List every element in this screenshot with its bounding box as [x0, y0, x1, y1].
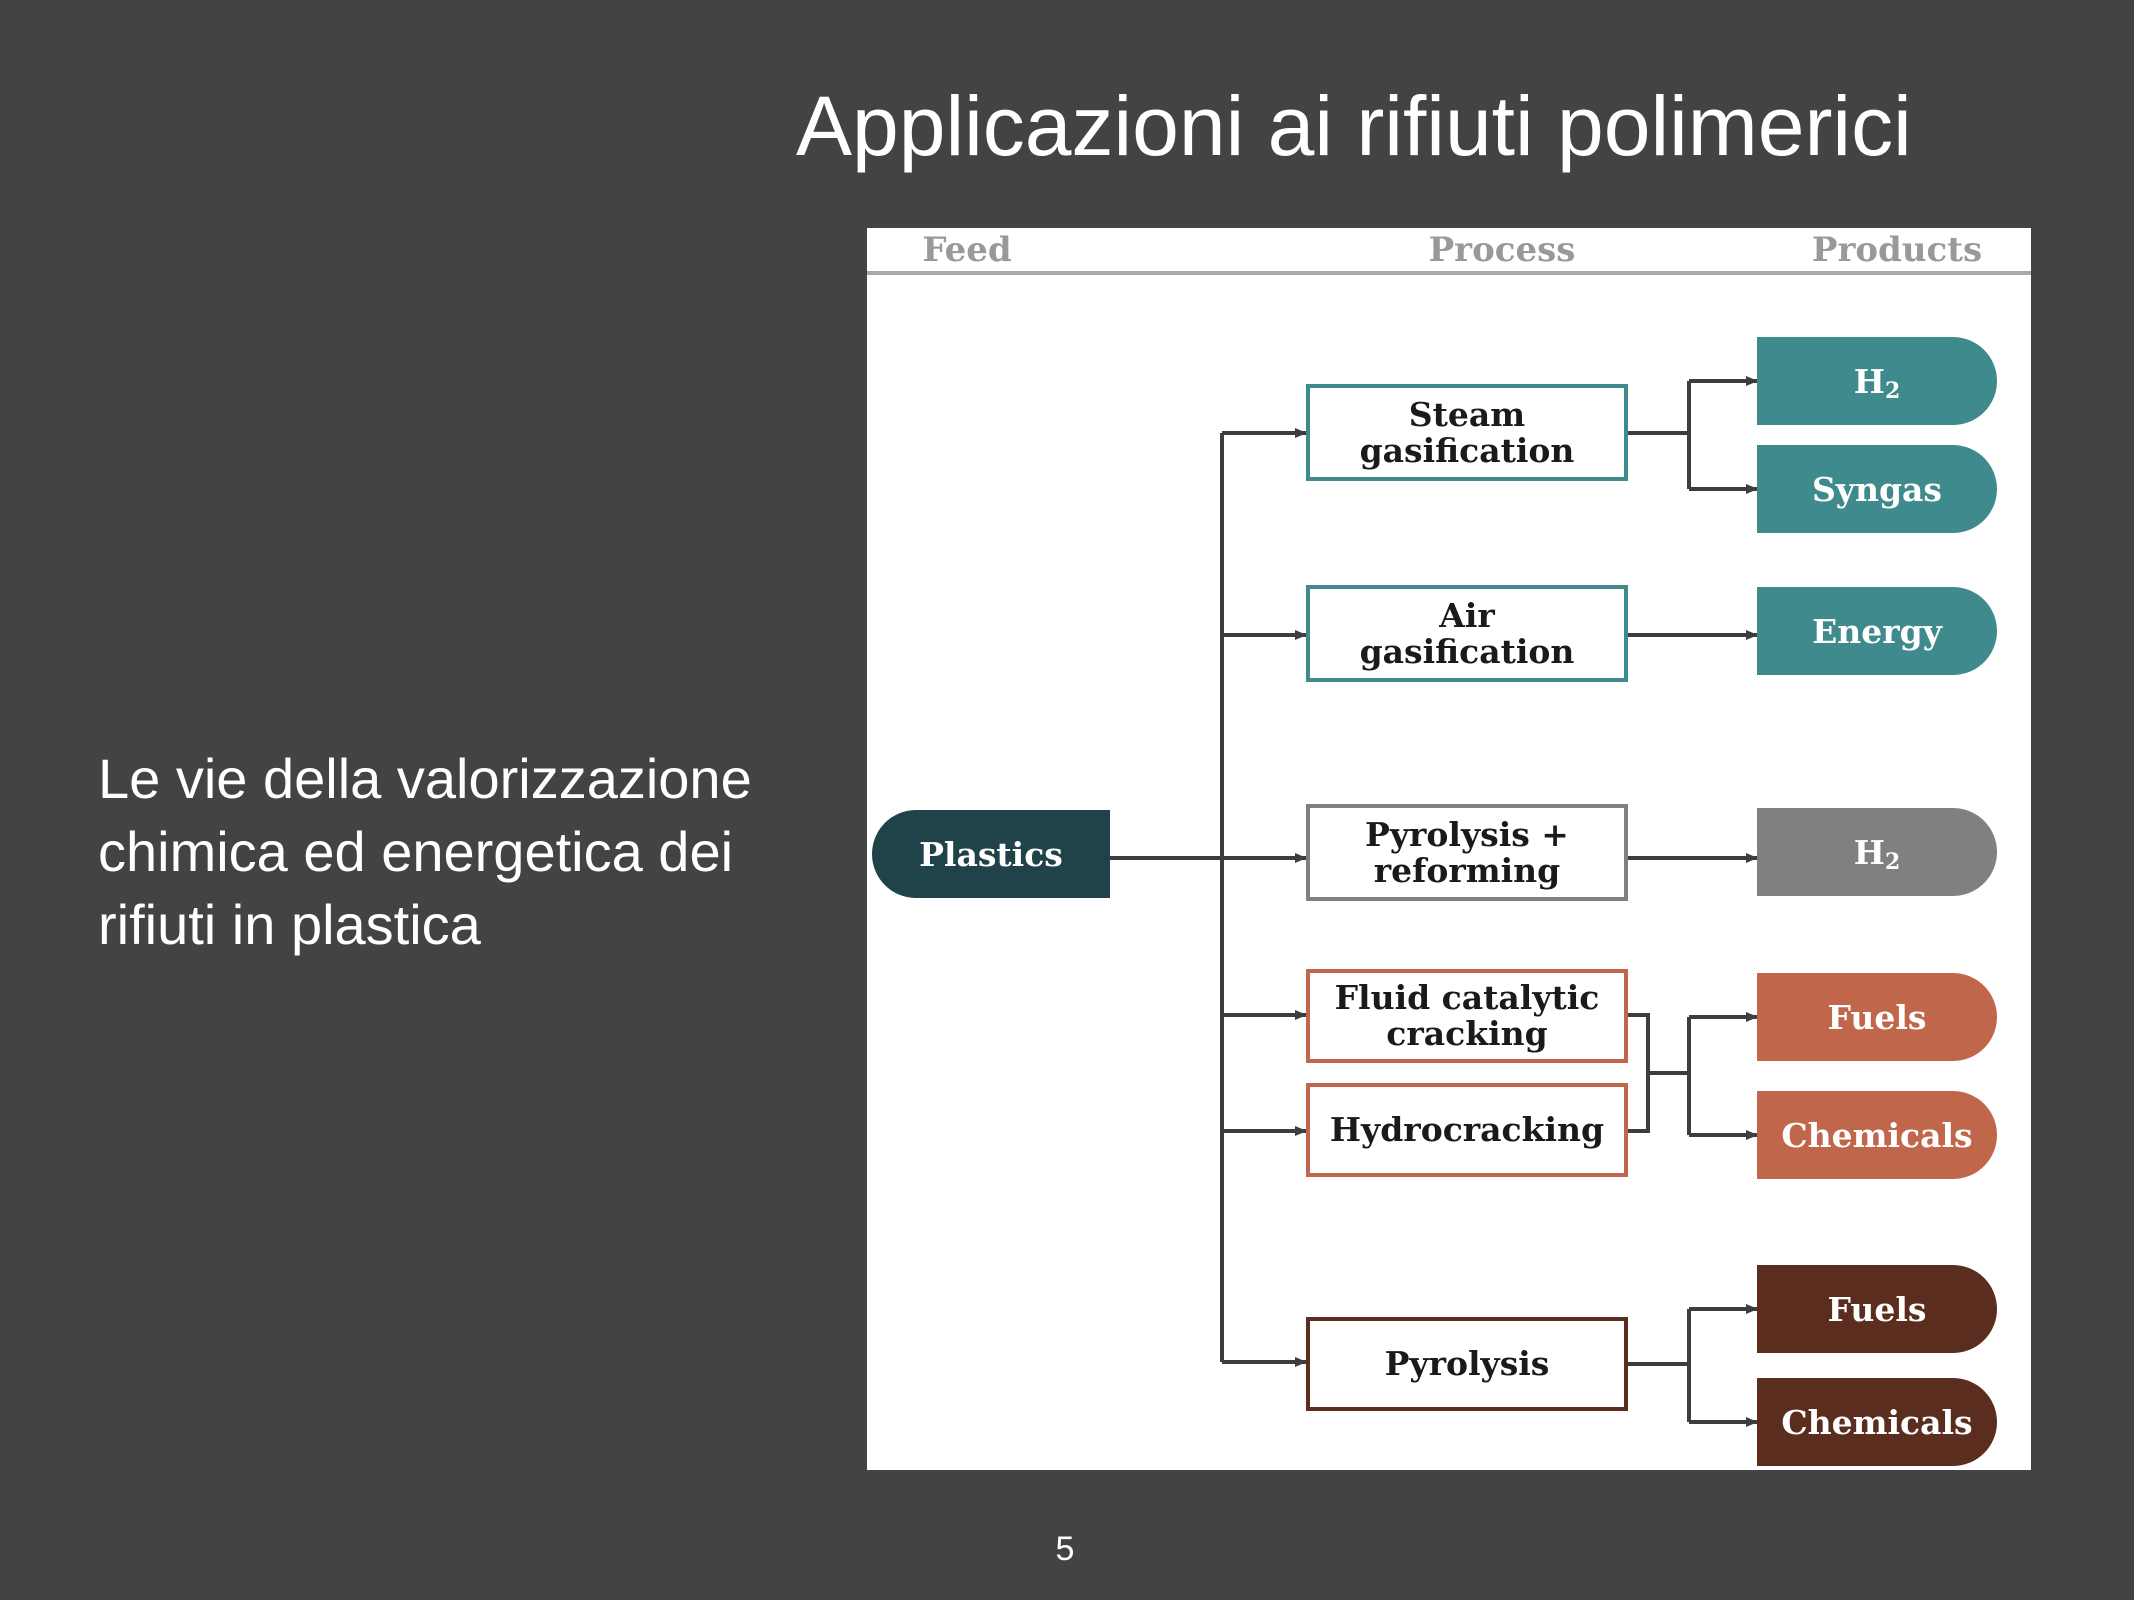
process-air-gasification: Air gasification [1306, 585, 1628, 682]
process-fluid-catalytic-cracking: Fluid catalytic cracking [1306, 969, 1628, 1063]
process-pyrolysis-reforming: Pyrolysis + reforming [1306, 804, 1628, 901]
product-h2-subscript: 2 [1884, 849, 1901, 875]
product-chemicals-pyrolysis: Chemicals [1757, 1378, 1997, 1466]
product-h2-subscript: 2 [1884, 378, 1901, 404]
slide-body-text: Le vie della valorizzazione chimica ed e… [98, 742, 838, 961]
valorization-flow-diagram: Feed Process Products Plastics Steam gas… [867, 228, 2031, 1470]
product-fuels-label: Fuels [1827, 997, 1927, 1037]
slide-title: Applicazioni ai rifiuti polimerici [796, 79, 1912, 173]
header-products: Products [1811, 230, 1983, 270]
process-pyrolysis-label: Pyrolysis [1384, 1344, 1550, 1383]
product-fuels-label: Fuels [1827, 1289, 1927, 1329]
page-number: 5 [1055, 1530, 1075, 1568]
connector-cracking-bracket [1628, 1013, 1650, 1133]
process-fcc-label: Fluid catalytic cracking [1334, 978, 1600, 1053]
process-hydrocracking: Hydrocracking [1306, 1083, 1628, 1177]
process-pyrolysis-reforming-label: Pyrolysis + reforming [1365, 814, 1569, 890]
product-energy: Energy [1757, 587, 1997, 675]
body-line-1: Le vie della valorizzazione [98, 747, 752, 810]
product-chemicals-label: Chemicals [1781, 1402, 1973, 1442]
product-syngas-label: Syngas [1811, 469, 1943, 509]
feed-plastics: Plastics [872, 810, 1110, 898]
connector-lines [1110, 376, 1758, 1427]
product-fuels-cracking: Fuels [1757, 973, 1997, 1061]
body-line-3: rifiuti in plastica [98, 893, 481, 956]
process-air-gasification-label: Air gasification [1359, 595, 1575, 671]
process-steam-gasification: Steam gasification [1306, 384, 1628, 481]
process-hydrocracking-label: Hydrocracking [1329, 1110, 1605, 1149]
feed-plastics-label: Plastics [919, 834, 1063, 874]
body-line-2: chimica ed energetica dei [98, 820, 734, 883]
header-process: Process [1428, 230, 1576, 270]
product-energy-label: Energy [1812, 611, 1942, 651]
product-h2-label: H [1853, 832, 1885, 872]
product-fuels-pyrolysis: Fuels [1757, 1265, 1997, 1353]
header-divider [867, 271, 2031, 275]
process-steam-gasification-label: Steam gasification [1359, 394, 1575, 470]
product-chemicals-cracking: Chemicals [1757, 1091, 1997, 1179]
product-chemicals-label: Chemicals [1781, 1115, 1973, 1155]
product-h2-label: H [1853, 361, 1885, 401]
header-feed: Feed [922, 230, 1012, 270]
product-syngas: Syngas [1757, 445, 1997, 533]
process-pyrolysis: Pyrolysis [1306, 1317, 1628, 1411]
